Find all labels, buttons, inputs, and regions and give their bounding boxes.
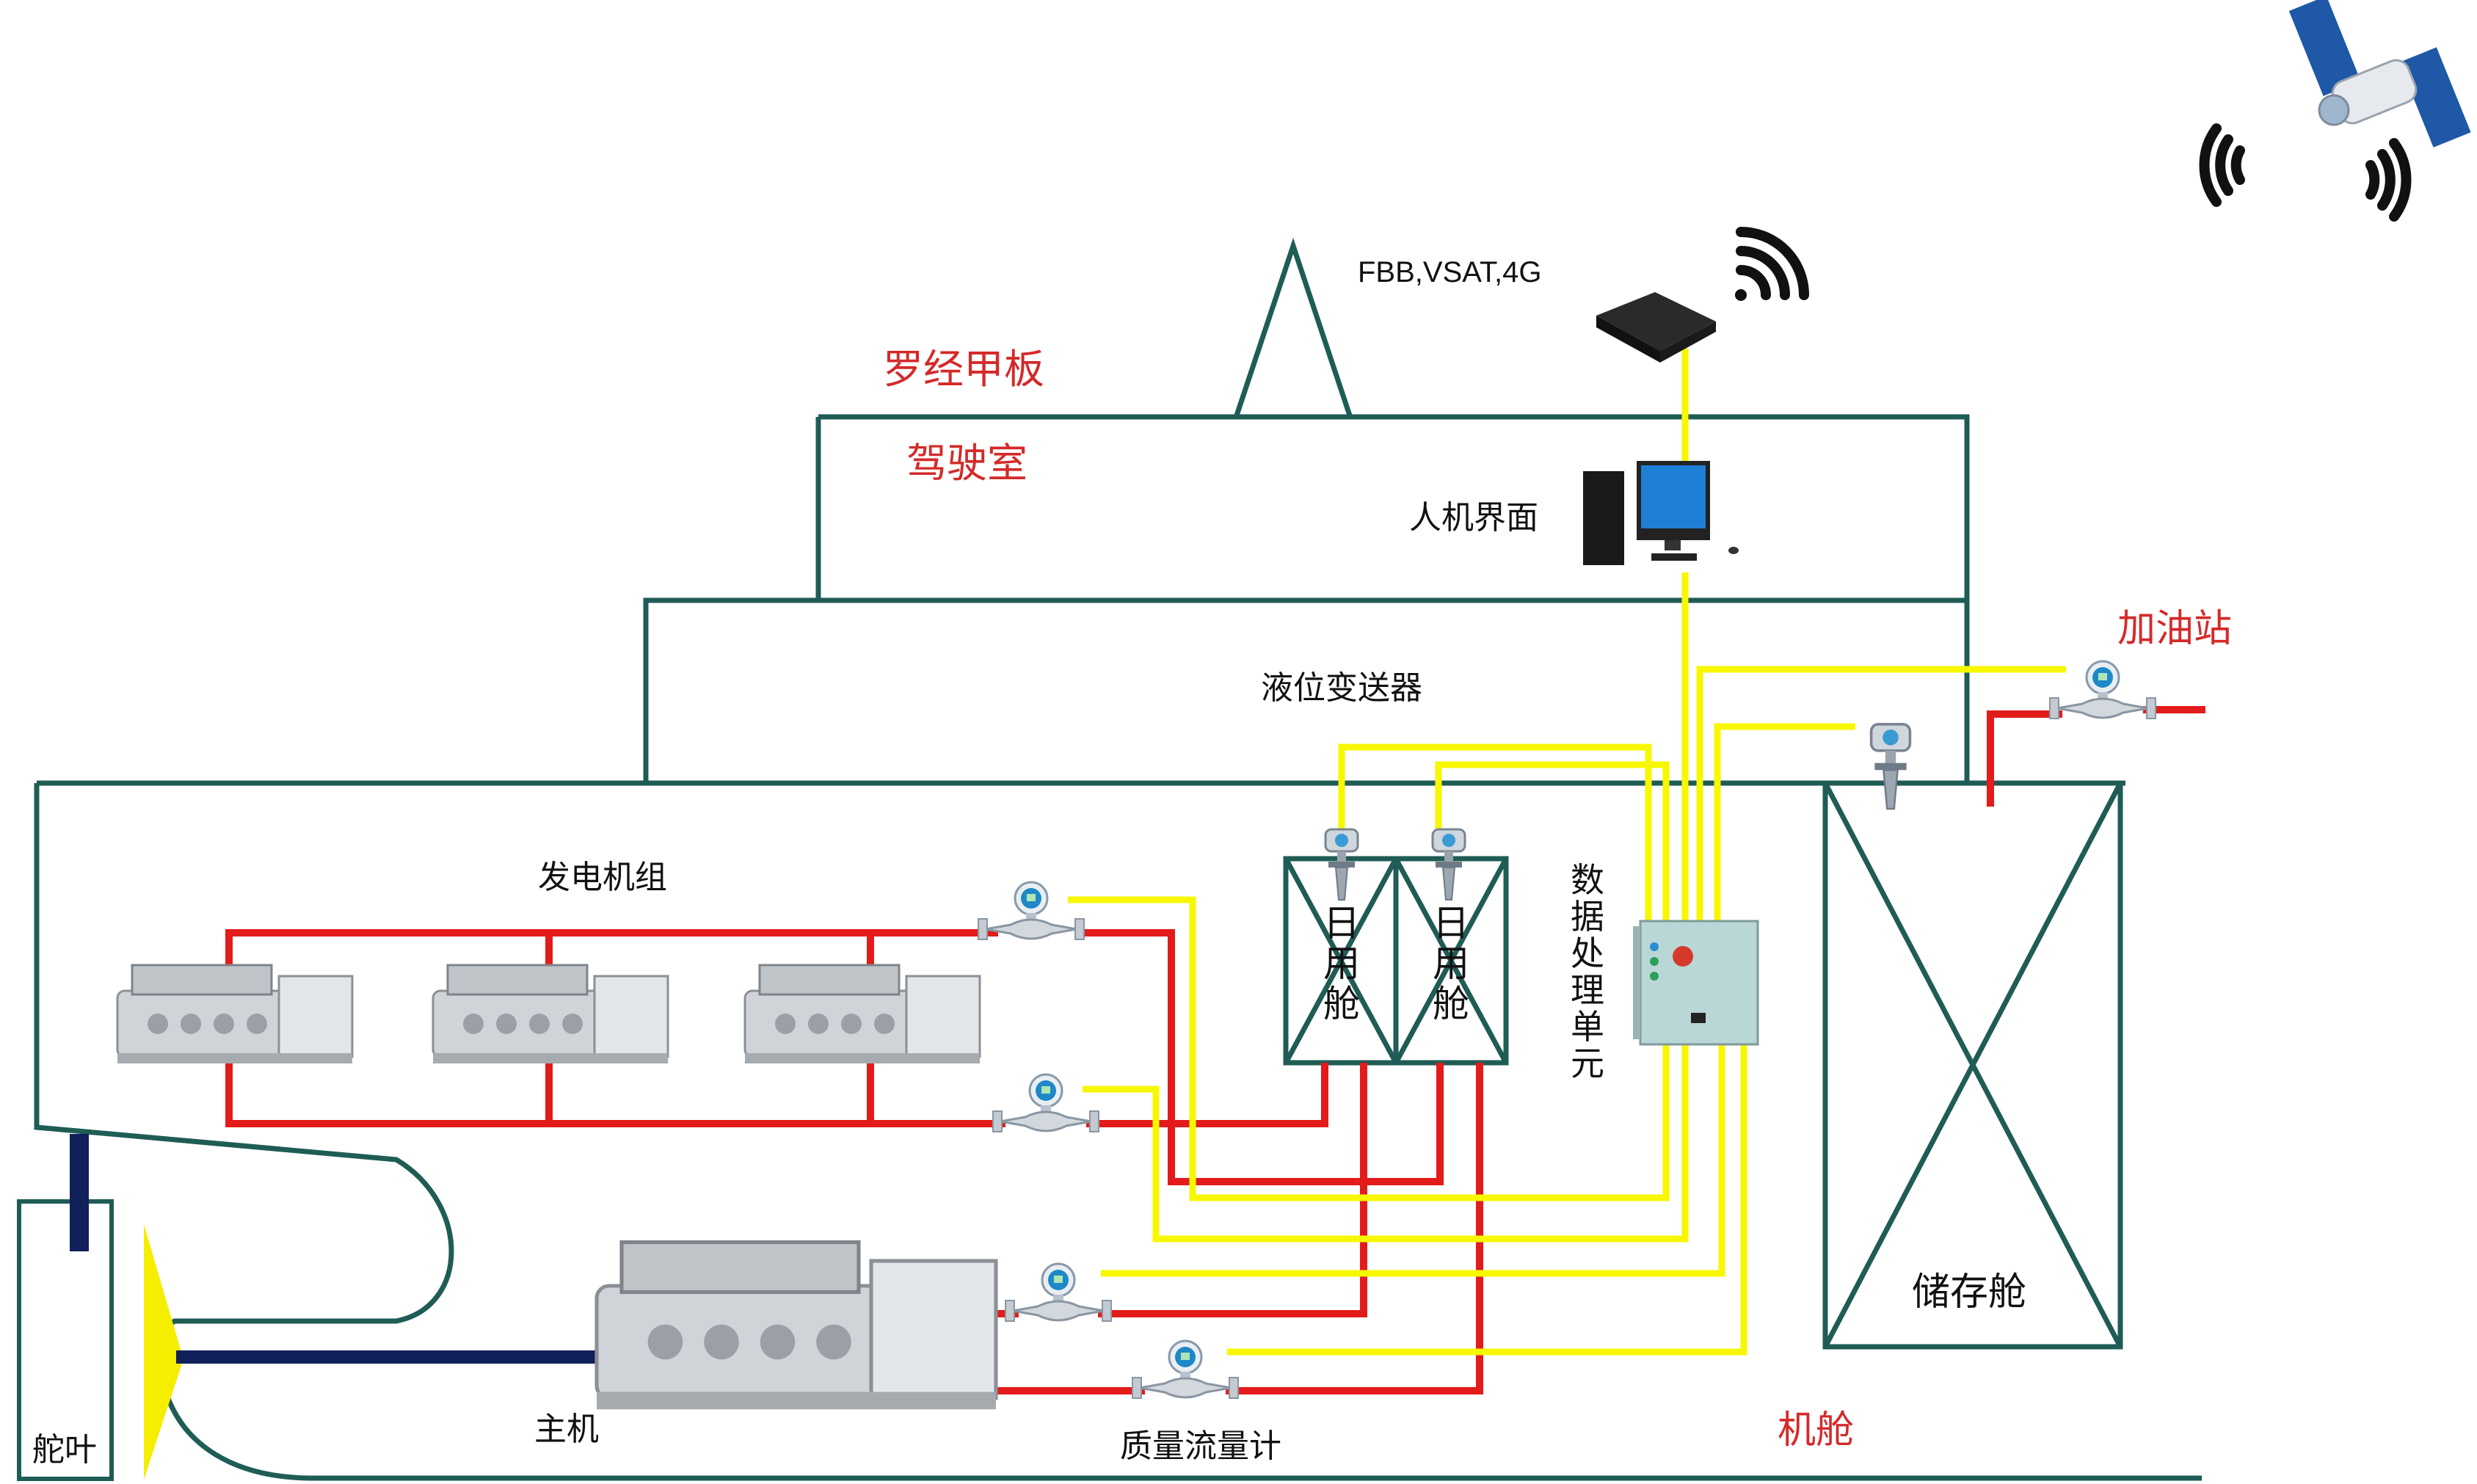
level-transmitter-label: 液位变送器 <box>1261 669 1422 707</box>
data-unit-label-char: 单 <box>1571 1007 1604 1047</box>
flowmeter-icon-gen-return <box>992 1073 1100 1133</box>
generator-3-engine-icon <box>743 964 981 1065</box>
control-box-icon <box>1633 920 1759 1046</box>
data-unit-label-char: 元 <box>1571 1044 1604 1083</box>
bridge-label: 驾驶室 <box>906 440 1027 487</box>
flowmeter-icon-gen-supply <box>977 881 1085 941</box>
comm-label: FBB,VSAT,4G <box>1358 256 1541 288</box>
generator-1-engine-icon <box>116 964 354 1065</box>
engine-room-label: 机舱 <box>1778 1408 1854 1452</box>
compass-deck-label: 罗经甲板 <box>883 346 1044 393</box>
main-engine-label: 主机 <box>534 1411 599 1448</box>
satellite-icon <box>2288 0 2471 148</box>
propeller <box>144 1224 183 1480</box>
hull-outline <box>34 414 2202 1481</box>
day-tank-1-label-char: 舱 <box>1323 983 1360 1025</box>
flow-meter-label: 质量流量计 <box>1120 1427 1281 1465</box>
generator-2-engine-icon <box>432 964 669 1065</box>
data-unit-label-char: 据 <box>1571 897 1604 936</box>
satellite-signal-icon <box>2199 123 2412 222</box>
flowmeter-icon-me-supply <box>1004 1262 1113 1323</box>
hmi-label: 人机界面 <box>1409 499 1538 537</box>
wifi-icon <box>1735 227 1809 301</box>
day-tank-1-label-char: 日 <box>1323 902 1360 945</box>
day-tank-2-label-char: 舱 <box>1433 983 1469 1025</box>
data-unit-label-char: 数 <box>1571 860 1604 900</box>
storage-tank <box>1822 780 2123 1350</box>
radar-level-icon-storage <box>1869 722 1912 810</box>
data-unit-label-char: 处 <box>1571 934 1604 973</box>
day-tank-2 <box>1393 856 1509 1066</box>
propeller-shaft <box>176 1350 646 1364</box>
radar-level-icon-day-1 <box>1324 828 1359 901</box>
rudder-blade <box>17 1199 114 1481</box>
signal-lines <box>1068 349 2066 1356</box>
radar-level-icon-day-2 <box>1431 828 1466 901</box>
day-tank-2-label-char: 日 <box>1433 902 1469 945</box>
storage-tank-label: 储存舱 <box>1912 1270 2026 1314</box>
generator-set-label: 发电机组 <box>538 859 667 896</box>
day-tank-1-label-char: 用 <box>1323 942 1360 985</box>
antenna-mast <box>1234 237 1353 417</box>
gas-station-label: 加油站 <box>2117 607 2232 651</box>
flowmeter-icon-me-return <box>1131 1339 1240 1400</box>
rudder-stock <box>70 1134 89 1251</box>
day-tank-2-label-char: 用 <box>1433 942 1469 985</box>
data-unit-label-char: 理 <box>1571 970 1604 1010</box>
rudder-label: 舵叶 <box>32 1431 97 1469</box>
main-engine-icon <box>597 1243 996 1410</box>
computer-icon <box>1583 461 1739 565</box>
router-icon <box>1596 292 1716 363</box>
